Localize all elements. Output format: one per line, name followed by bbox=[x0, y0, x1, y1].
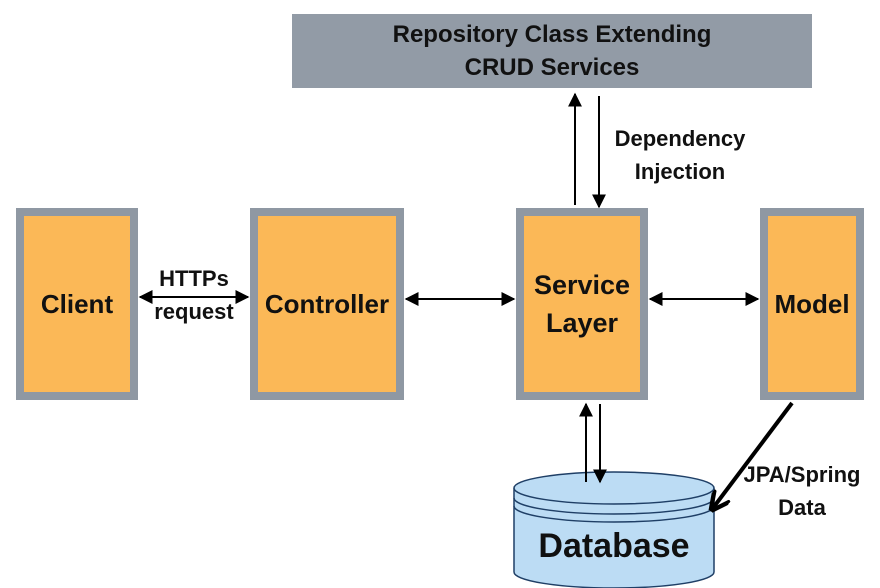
dependency-injection-label: Dependency Injection bbox=[598, 122, 762, 188]
repository-box: Repository Class Extending CRUD Services bbox=[292, 14, 812, 88]
model-to-database-arrow bbox=[713, 401, 794, 508]
service-layer-box: Service Layer bbox=[516, 208, 648, 400]
jpa-label-line1: JPA/Spring bbox=[743, 462, 861, 487]
database-cylinder bbox=[513, 471, 715, 588]
jpa-spring-data-label: JPA/Spring Data bbox=[732, 458, 872, 524]
controller-label: Controller bbox=[264, 289, 390, 319]
repository-title-line2: CRUD Services bbox=[464, 54, 640, 81]
di-label-line2: Injection bbox=[634, 159, 726, 184]
jpa-label-line2: Data bbox=[778, 495, 826, 520]
database-label: Database bbox=[538, 527, 690, 565]
repository-title-line1: Repository Class Extending bbox=[392, 21, 712, 48]
https-label-line1: HTTPs bbox=[159, 266, 229, 291]
service-label-line2: Layer bbox=[545, 308, 619, 338]
https-request-label: HTTPs request bbox=[140, 262, 248, 328]
service-label-line1: Service bbox=[533, 270, 631, 300]
model-label: Model bbox=[774, 289, 850, 319]
https-label-line2: request bbox=[154, 299, 234, 324]
controller-box: Controller bbox=[250, 208, 404, 400]
client-label: Client bbox=[40, 289, 114, 319]
di-label-line1: Dependency bbox=[614, 126, 746, 151]
client-box: Client bbox=[16, 208, 138, 400]
model-box: Model bbox=[760, 208, 864, 400]
